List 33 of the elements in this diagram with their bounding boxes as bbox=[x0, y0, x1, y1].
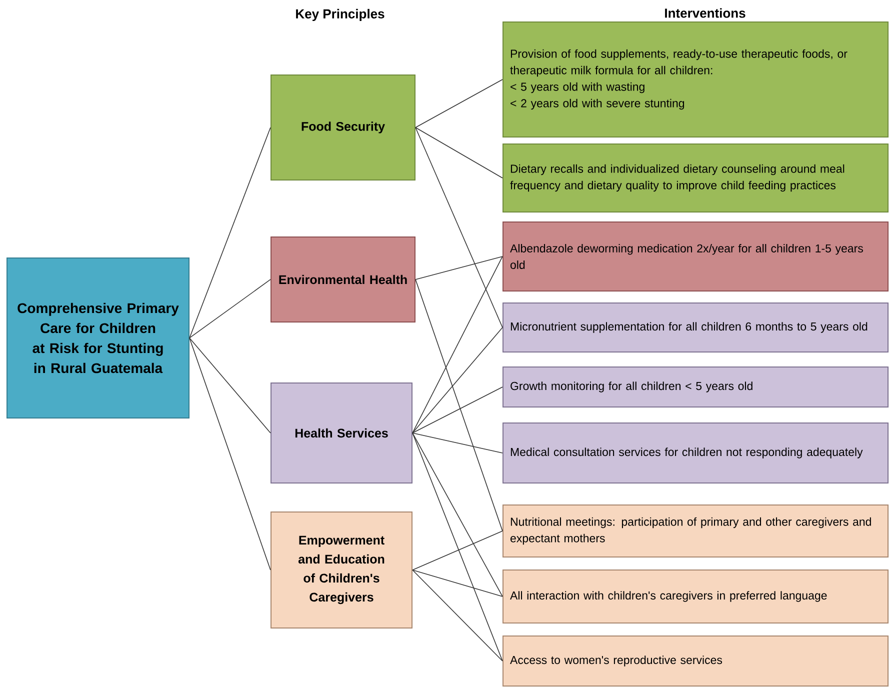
intervention-box: All interaction with children's caregivers in preferred language bbox=[502, 569, 888, 624]
connector-line bbox=[189, 279, 271, 338]
connector-line bbox=[415, 256, 503, 280]
connector-line bbox=[189, 127, 271, 338]
connector-line bbox=[412, 386, 503, 434]
intervention-box: Medical consultation services for children not responding adequately bbox=[502, 422, 888, 484]
connector-line bbox=[415, 127, 503, 328]
principle-box: Environmental Health bbox=[270, 236, 416, 322]
connector-line bbox=[412, 570, 503, 662]
intervention-box: Nutritional meetings: participation of primary and other caregivers and expectant mothers bbox=[502, 504, 888, 558]
connector-line bbox=[412, 432, 503, 597]
connector-line bbox=[415, 127, 503, 178]
intervention-box: Growth monitoring for all children < 5 years old bbox=[502, 366, 888, 408]
connector-line bbox=[189, 338, 271, 434]
connector-line bbox=[412, 256, 503, 434]
intervention-box: Access to women's reproductive services bbox=[502, 635, 888, 686]
intervention-box: Micronutrient supplementation for all children 6 months to 5 years old bbox=[502, 302, 888, 352]
principle-box: Food Security bbox=[270, 74, 416, 180]
connector-line bbox=[412, 530, 503, 570]
connector-line bbox=[415, 79, 503, 128]
intervention-box: Albendazole deworming medication 2x/year for all children 1-5 years old bbox=[502, 221, 888, 292]
principle-box: Empowerment and Education of Children's Caregivers bbox=[270, 511, 412, 628]
connector-line bbox=[189, 338, 271, 570]
main-box: Comprehensive Primary Care for Children at Risk for Stunting in Rural Guatemala bbox=[6, 257, 190, 418]
connector-line bbox=[412, 432, 503, 454]
intervention-box: Provision of food supplements, ready-to-use therapeutic foods, or therapeutic milk formula for all children: < 5 years old with wasting < 2 years old with severe stunting bbox=[502, 22, 888, 138]
connector-line bbox=[412, 327, 503, 434]
principle-box: Health Services bbox=[270, 382, 412, 484]
connector-line bbox=[412, 432, 503, 662]
connector-line bbox=[412, 570, 503, 597]
intervention-box: Dietary recalls and individualized dietary counseling around meal frequency and dietary quality to improve child feeding practices bbox=[502, 144, 888, 212]
column-heading: Key Principles bbox=[296, 8, 384, 22]
connector-line bbox=[415, 279, 503, 532]
